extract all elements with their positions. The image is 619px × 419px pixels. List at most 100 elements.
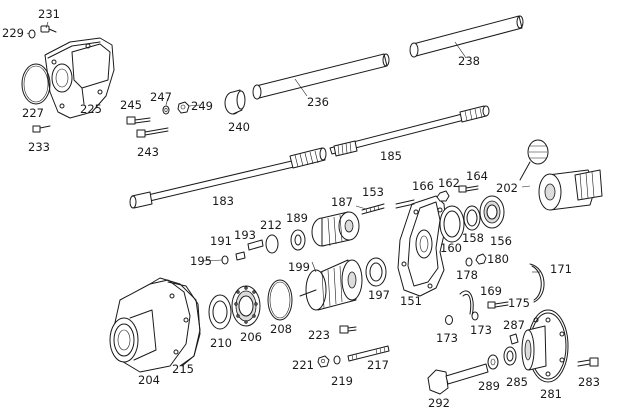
washer-247 [162,105,170,115]
stud-166 [395,199,415,209]
washer-285 [503,346,517,366]
label-189: 189 [286,211,308,225]
flange-281 [521,309,569,383]
nut-162 [436,190,450,202]
label-221: 221 [292,358,314,372]
leader-lines [26,21,540,273]
bolt-292 [427,363,489,395]
label-199: 199 [288,260,310,274]
washer-289 [487,354,499,370]
cover-225 [44,37,115,119]
label-227: 227 [22,106,44,120]
label-223: 223 [308,328,330,342]
pin-287 [509,333,519,345]
screw-231 [40,25,57,33]
label-236: 236 [307,95,329,109]
pin-193 [247,239,264,251]
ring-208 [267,279,293,321]
label-173b: 173 [470,323,492,337]
label-217: 217 [367,358,389,372]
spacer-191 [235,251,246,261]
label-219: 219 [331,374,353,388]
label-197: 197 [368,288,390,302]
label-160: 160 [440,241,462,255]
label-210: 210 [210,336,232,350]
washer-173b [471,311,479,321]
label-215: 215 [172,362,194,376]
washer-219 [333,355,341,365]
washer-178 [465,257,473,267]
seal-160 [439,205,465,243]
label-180: 180 [487,252,509,266]
housing-204 [109,277,201,373]
label-238: 238 [458,54,480,68]
bearing-156 [479,195,505,229]
label-171: 171 [550,262,572,276]
gear-187 [311,211,360,247]
bolt-175 [487,301,509,309]
label-208: 208 [270,322,292,336]
housing-151 [397,195,447,297]
label-249: 249 [191,99,213,113]
tube-236 [252,53,390,100]
label-287: 287 [503,318,525,332]
label-225: 225 [80,102,102,116]
label-281: 281 [540,387,562,401]
label-173a: 173 [436,331,458,345]
label-206: 206 [240,330,262,344]
bolt-245 [126,116,151,125]
clip-171 [529,263,545,303]
label-229: 229 [2,26,24,40]
label-151: 151 [400,294,422,308]
label-285: 285 [506,375,528,389]
label-243: 243 [137,145,159,159]
nut-180 [475,253,487,265]
label-164: 164 [466,169,488,183]
label-191: 191 [210,234,232,248]
seal-210 [208,294,232,330]
label-156: 156 [490,234,512,248]
nut-249 [177,101,190,114]
ring-212 [265,234,279,254]
bolt-243 [136,127,169,138]
bearing-206 [231,285,261,327]
label-283: 283 [578,375,600,389]
label-292: 292 [428,396,450,410]
label-245: 245 [120,98,142,112]
bolt-233 [32,125,51,133]
part-labels: 231 229 227 225 233 245 247 249 243 240 … [2,7,600,410]
collar-240 [224,89,246,115]
washer-229 [28,29,36,39]
label-195: 195 [190,254,212,268]
bolt-223 [339,325,357,334]
label-187: 187 [331,195,353,209]
stud-217 [347,345,390,362]
shaft-185 [329,105,490,157]
label-247: 247 [150,90,172,104]
tube-238 [409,15,524,58]
label-178: 178 [456,268,478,282]
bolt-164 [458,185,479,193]
label-153: 153 [362,185,384,199]
washer-173a [445,315,453,325]
label-175: 175 [508,296,530,310]
label-202: 202 [496,181,518,195]
label-162: 162 [438,176,460,190]
label-158: 158 [462,231,484,245]
gear-199 [299,259,363,311]
label-185: 185 [380,149,402,163]
label-183: 183 [212,194,234,208]
label-193: 193 [234,228,256,242]
label-204: 204 [138,373,160,387]
label-233: 233 [28,140,50,154]
washer-195 [221,255,229,265]
clip-169 [459,290,474,317]
bearing-189 [290,229,306,251]
bolt-283 [577,357,599,367]
label-169: 169 [480,284,502,298]
label-289: 289 [478,379,500,393]
nut-221 [317,355,330,368]
label-231: 231 [38,7,60,21]
